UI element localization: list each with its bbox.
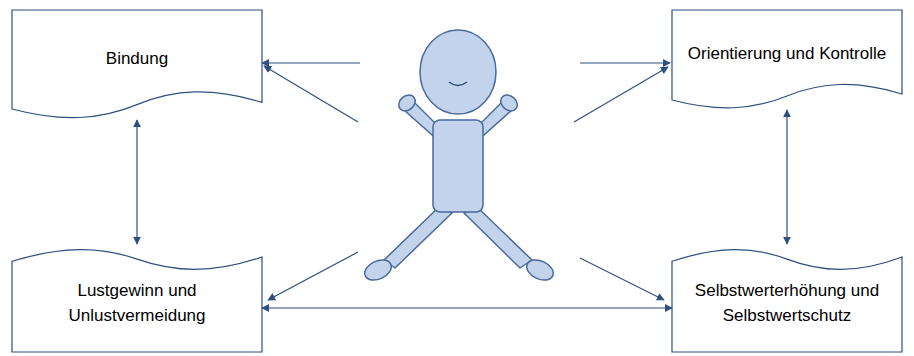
box-text: Lustgewinn und Unlustvermeidung [12,279,262,328]
motive-box: Selbstwerterhöhung und Selbstwertschutz [672,244,902,352]
box-text: Bindung [92,47,182,72]
box-outline [672,10,902,108]
motive-box: Bindung [12,10,262,120]
connector-arrow [262,307,672,308]
box-label: Orientierung und Kontrolle [688,42,886,67]
box-label: Bindung [106,47,168,72]
box-text: Orientierung und Kontrolle [674,42,900,67]
box-outline [12,10,262,118]
box-label: Lustgewinn und Unlustvermeidung [26,279,248,328]
box-outline [12,250,262,352]
connector-arrow [786,110,787,244]
person-figure [362,30,557,284]
connector-arrow [136,120,137,244]
pointer-arrows [262,63,670,300]
box-text: Selbstwerterhöhung und Selbstwertschutz [672,279,902,328]
box-outline [672,250,902,352]
motive-box: Lustgewinn und Unlustvermeidung [12,244,262,352]
box-label: Selbstwerterhöhung und Selbstwertschutz [686,279,888,328]
motive-box: Orientierung und Kontrolle [672,10,902,110]
